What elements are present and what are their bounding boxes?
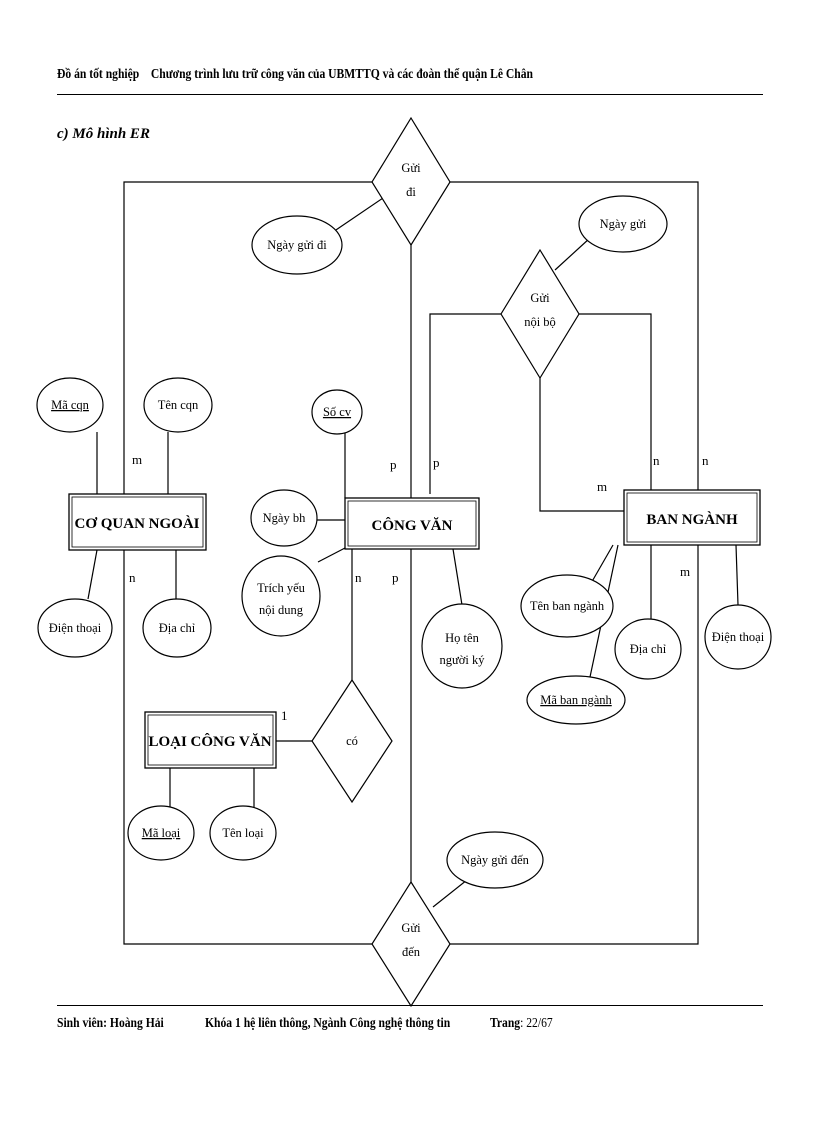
footer-page: Trang: 22/67 [490,1015,553,1031]
card-bn-mid: m [597,479,607,494]
attr-ten-cqn [143,377,213,433]
card-cqn-bottom: n [129,570,136,585]
attr-ma-cqn [36,377,104,433]
attr-ho-ten-nguoi-ky [421,603,503,689]
cong-van-label: CÔNG VĂN [372,517,453,534]
co-label: có [346,734,358,748]
ma-ban-nganh-text: Mã ban ngành [540,693,612,707]
footer-student: Sinh viên: Hoàng Hải [57,1015,164,1030]
ngay-gui-di-text: Ngày gửi đi [267,238,327,252]
card-cv-bottom: p [392,570,399,585]
ten-loai-text: Tên loại [222,826,264,840]
attr-dien-thoai-bn [704,604,772,670]
attr-ten-loai [209,805,277,861]
attr-so-cv [311,389,363,435]
card-cv-right-top: p [433,455,440,470]
entity-co-quan-ngoai: CƠ QUAN NGOÀI [68,493,207,551]
attr-dien-thoai-cqn [37,598,113,658]
card-bn-top-right: n [702,453,709,468]
co-quan-ngoai-label: CƠ QUAN NGOÀI [74,515,199,532]
footer-page-label: Trang [490,1015,521,1030]
attr-ma-loai [127,805,195,861]
section-title: c) Mô hình ER [57,126,150,142]
ma-loai-text: Mã loại [142,826,181,840]
entity-loai-cong-van: LOẠI CÔNG VĂN [144,711,277,769]
card-bn-bottom: m [680,564,690,579]
attr-ngay-bh [250,489,318,547]
header-title: Đồ án tốt nghiệp [57,66,140,81]
attr-ten-ban-nganh [520,574,614,638]
relationship-gui-di: Gửi đi [371,116,451,247]
ban-nganh-label: BAN NGÀNH [646,511,738,528]
attr-ma-ban-nganh [526,675,626,725]
ngay-gui-den-text: Ngày gửi đến [461,853,530,867]
dia-chi-cqn-text: Địa chỉ [159,621,196,635]
gui-den-label-1: Gửi [401,921,421,935]
so-cv-text: Số cv [323,405,352,419]
attr-dia-chi-bn [614,618,682,680]
card-cv-loai: n [355,570,362,585]
relationship-gui-noi-bo: Gửi nội bộ [500,248,580,380]
dien-thoai-cqn-text: Điện thoại [49,621,102,635]
dia-chi-bn-text: Địa chỉ [630,642,667,656]
ma-cqn-text: Mã cqn [51,398,90,412]
dien-thoai-bn-text: Điện thoại [712,630,765,644]
attr-dia-chi-cqn [142,598,212,658]
footer-rule [57,1005,763,1006]
trich-yeu-text-2: nội dung [259,603,304,617]
attr-ngay-gui-di [251,215,343,275]
ten-cqn-text: Tên cqn [158,398,199,412]
ngay-bh-text: Ngày bh [263,511,306,525]
header-subtitle: Chương trình lưu trữ công văn của UBMTTQ… [150,66,533,81]
attr-ngay-gui [578,195,668,253]
ho-ten-text-1: Họ tên [445,631,479,645]
attr-ngay-gui-den [446,831,544,889]
relationship-co: có [311,678,393,804]
loai-cong-van-label: LOẠI CÔNG VĂN [148,733,271,750]
gui-noi-bo-label-1: Gửi [530,291,550,305]
ten-ban-nganh-text: Tên ban ngành [530,599,605,613]
attr-trich-yeu [241,555,321,637]
footer-course: Khóa 1 hệ liên thông, Ngành Công nghệ th… [205,1015,451,1030]
entity-cong-van: CÔNG VĂN [344,497,480,550]
ngay-gui-text: Ngày gửi [600,217,647,231]
document-header: Đồ án tốt nghiệp Chương trình lưu trữ cô… [57,66,533,82]
gui-di-label-2: đi [406,185,416,199]
ho-ten-text-2: người ký [440,653,486,667]
header-rule [57,94,763,95]
card-cv-top: p [390,457,397,472]
relationship-gui-den: Gửi đến [371,880,451,1008]
gui-den-label-2: đến [402,945,421,959]
footer-page-number: : 22/67 [520,1015,553,1030]
gui-di-label-1: Gửi [401,161,421,175]
entity-ban-nganh: BAN NGÀNH [623,489,761,546]
card-bn-top-left: n [653,453,660,468]
trich-yeu-text-1: Trích yếu [257,581,306,595]
card-loai-co: 1 [281,708,288,723]
card-cqn-top: m [132,452,142,467]
gui-noi-bo-label-2: nội bộ [524,315,556,329]
